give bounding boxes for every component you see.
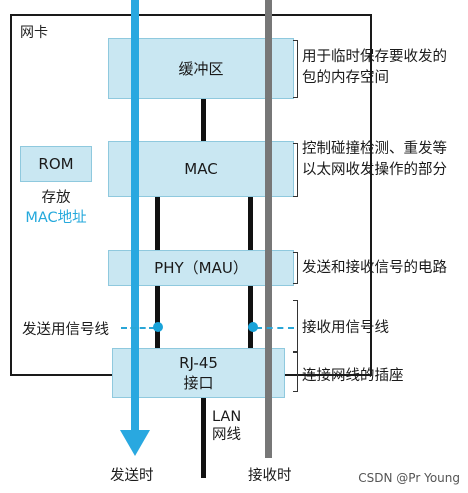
buffer-description-line2: 包的内存空间: [302, 70, 389, 86]
mac-label: MAC: [184, 160, 218, 178]
rom-note: 存放 MAC地址: [14, 188, 98, 228]
phy-rj45-connector-left: [155, 286, 160, 348]
lan-cable-label-line1: LAN: [212, 409, 242, 425]
tx-signal-dash: [121, 327, 155, 329]
rx-signal-dot: [248, 322, 258, 332]
mac-description-line1: 控制碰撞检测、重发等: [302, 141, 447, 157]
phy-bracket: [293, 252, 298, 284]
rom-block: ROM: [20, 146, 92, 182]
mac-phy-connector-right: [248, 196, 253, 250]
rj45-bracket: [293, 352, 298, 392]
rj45-label-line2: 接口: [183, 374, 214, 392]
lan-cable-label: LAN 网线: [212, 408, 241, 444]
lan-cable-label-line2: 网线: [212, 427, 241, 443]
mac-description-line2: 以太网收发操作的部分: [302, 162, 447, 178]
rx-signal-label: 接收用信号线: [302, 320, 389, 336]
mac-description: 控制碰撞检测、重发等 以太网收发操作的部分: [302, 139, 462, 181]
buffer-bracket: [293, 40, 298, 98]
send-arrow: [120, 0, 150, 456]
signal-bracket: [293, 300, 298, 352]
rom-label: ROM: [38, 155, 74, 173]
buffer-description: 用于临时保存要收发的 包的内存空间: [302, 47, 462, 89]
rj45-description: 连接网线的插座: [302, 368, 404, 384]
tx-signal-dot: [153, 322, 163, 332]
mac-bracket: [293, 143, 298, 197]
tx-signal-label: 发送用信号线: [22, 322, 109, 338]
send-time-label: 发送时: [110, 468, 154, 484]
lan-cable-line: [201, 398, 206, 478]
phy-rj45-connector-right: [248, 286, 253, 348]
rom-note-line1: 存放: [41, 190, 71, 206]
phy-label: PHY（MAU）: [154, 259, 248, 277]
receive-time-label: 接收时: [248, 468, 292, 484]
rom-note-line2: MAC地址: [25, 210, 87, 226]
buffer-label: 缓冲区: [178, 59, 224, 78]
phy-description: 发送和接收信号的电路: [302, 260, 447, 276]
buffer-description-line1: 用于临时保存要收发的: [302, 49, 447, 65]
watermark: CSDN @Pr Young: [358, 471, 460, 485]
rj45-block: RJ-45 接口: [112, 348, 285, 398]
rj45-label-line1: RJ-45: [179, 354, 218, 372]
nic-label: 网卡: [20, 25, 48, 41]
buffer-mac-connector: [201, 98, 206, 141]
rx-signal-dash: [256, 327, 294, 329]
receive-line: [265, 0, 272, 458]
mac-phy-connector-left: [155, 196, 160, 250]
